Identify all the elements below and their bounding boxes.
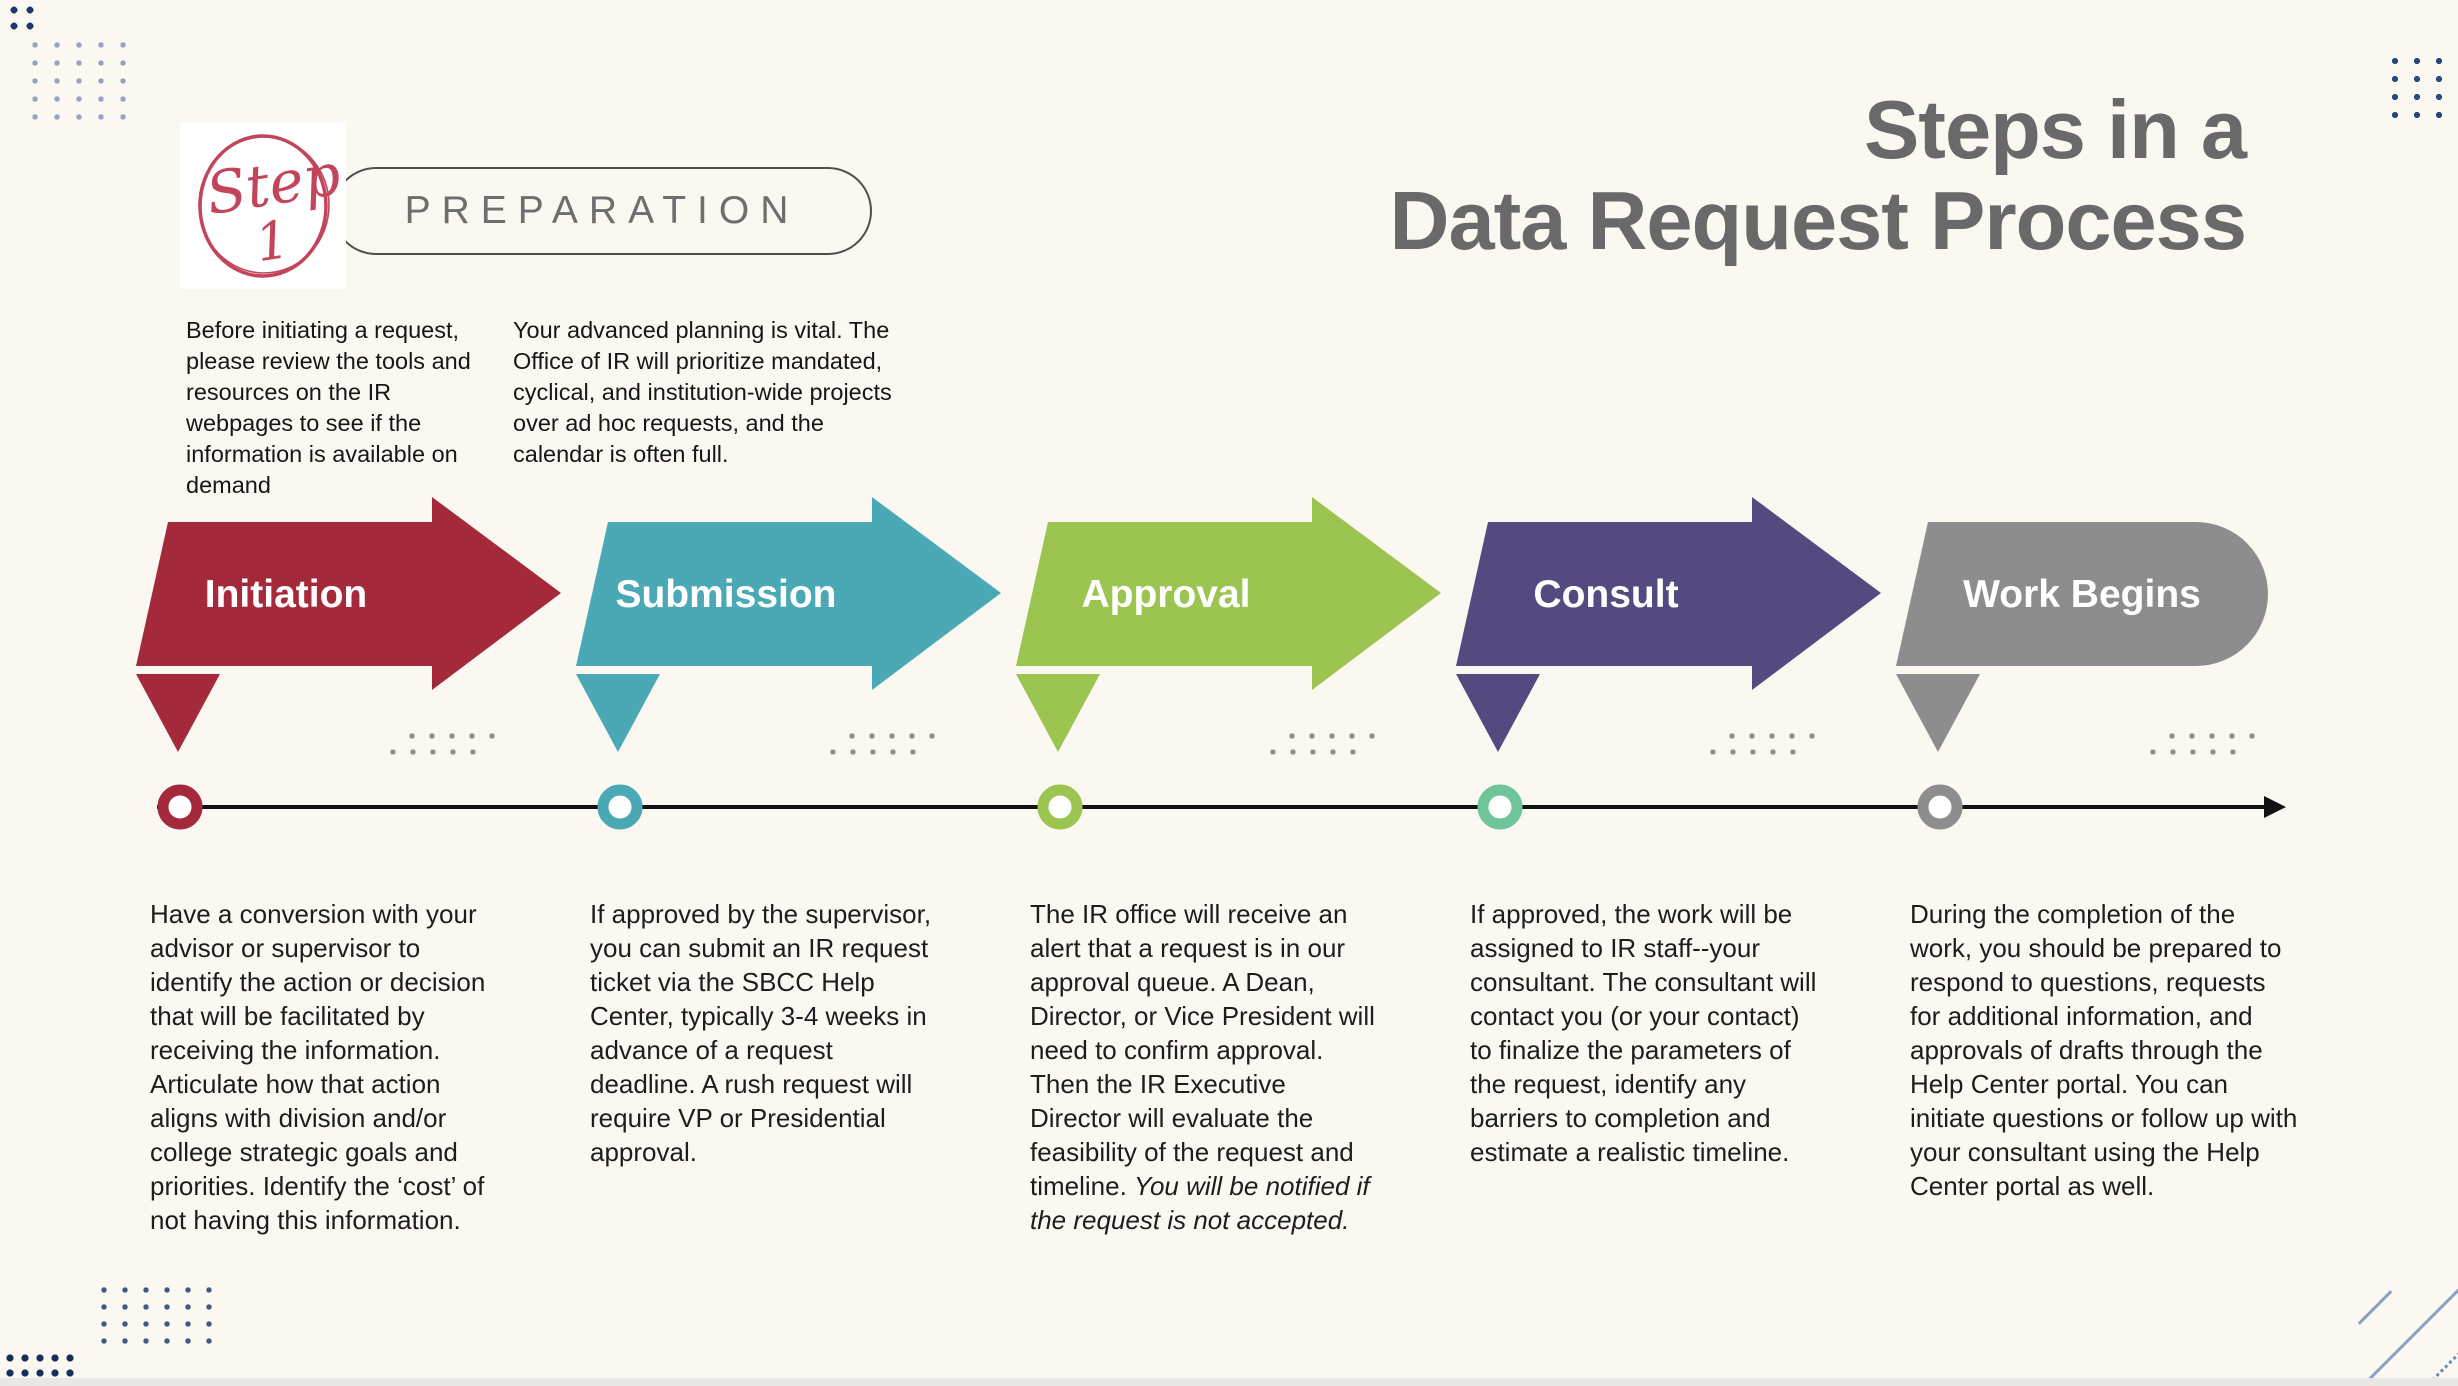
decor-dots	[1282, 731, 1382, 741]
arrow-label: Work Begins	[1963, 573, 2201, 616]
decor-dot-grid-top-right	[2384, 52, 2458, 126]
step-description: If approved by the supervisor, you can s…	[590, 899, 932, 1167]
timeline-marker	[1037, 784, 1083, 830]
page-title: Steps in a Data Request Process	[1390, 84, 2247, 267]
step-description: During the completion of the work, you s…	[1910, 899, 2298, 1201]
page-title-line1: Steps in a	[1863, 83, 2247, 176]
timeline-arrowhead-icon	[2264, 796, 2286, 818]
decor-dots	[2143, 747, 2243, 757]
decor-dots	[1722, 731, 1822, 741]
arrow-shape: Submission	[576, 497, 1001, 690]
timeline-marker	[1477, 784, 1523, 830]
decor-diagonal-line	[2357, 1290, 2393, 1325]
arrow-shape: Consult	[1456, 497, 1881, 690]
decor-dots	[2162, 731, 2262, 741]
decor-dot-grid-top-left	[24, 36, 136, 128]
decor-dots	[842, 731, 942, 741]
arrow-label: Submission	[615, 573, 836, 616]
timeline-line	[157, 805, 2269, 809]
decor-dots	[823, 747, 923, 757]
decor-dots	[1703, 747, 1803, 757]
hand-drawn-circle-icon	[198, 134, 330, 278]
page-title-line2: Data Request Process	[1389, 174, 2247, 268]
decor-dot-grid-bottom-left	[94, 1282, 222, 1350]
timeline-marker	[1917, 784, 1963, 830]
preparation-label: PREPARATION	[404, 189, 800, 232]
timeline-marker	[597, 784, 643, 830]
preparation-intro-right: Your advanced planning is vital. The Off…	[513, 316, 892, 467]
pointer-triangle-icon	[1456, 674, 1540, 752]
step-1-badge: Step 1	[180, 122, 346, 289]
step-column-work-begins: Work Begins During the completion of the…	[1896, 0, 2330, 1386]
preparation-pill: PREPARATION	[332, 167, 872, 255]
step-description: If approved, the work will be assigned t…	[1470, 899, 1817, 1167]
pointer-triangle-icon	[576, 674, 660, 752]
decor-dots	[1263, 747, 1363, 757]
step-description: Have a conversion with your advisor or s…	[150, 899, 486, 1235]
arrow-label: Consult	[1533, 573, 1678, 616]
rounded-banner-shape: Work Begins	[1896, 522, 2268, 666]
arrow-label: Approval	[1081, 573, 1250, 616]
arrow-shape: Initiation	[136, 497, 561, 690]
step-description: The IR office will receive an alert that…	[1030, 899, 1375, 1235]
pointer-triangle-icon	[1896, 674, 1980, 752]
decor-dots	[402, 731, 502, 741]
pointer-triangle-icon	[136, 674, 220, 752]
arrow-shape: Approval	[1016, 497, 1441, 690]
bottom-edge-strip	[0, 1378, 2458, 1386]
preparation-intro-left: Before initiating a request, please revi…	[186, 316, 471, 498]
step-column-approval: Approval The IR office will receive an a…	[1016, 0, 1450, 1386]
pointer-triangle-icon	[1016, 674, 1100, 752]
step-column-submission: Submission If approved by the supervisor…	[576, 0, 1010, 1386]
decor-dots	[383, 747, 483, 757]
step-column-initiation: Initiation Have a conversion with your a…	[136, 0, 570, 1386]
decor-dots-top-left-corner	[6, 2, 40, 36]
timeline-marker	[157, 784, 203, 830]
decor-dots-bottom-left-corner	[2, 1350, 80, 1382]
arrow-label: Initiation	[205, 573, 367, 616]
step-column-consult: Consult If approved, the work will be as…	[1456, 0, 1890, 1386]
